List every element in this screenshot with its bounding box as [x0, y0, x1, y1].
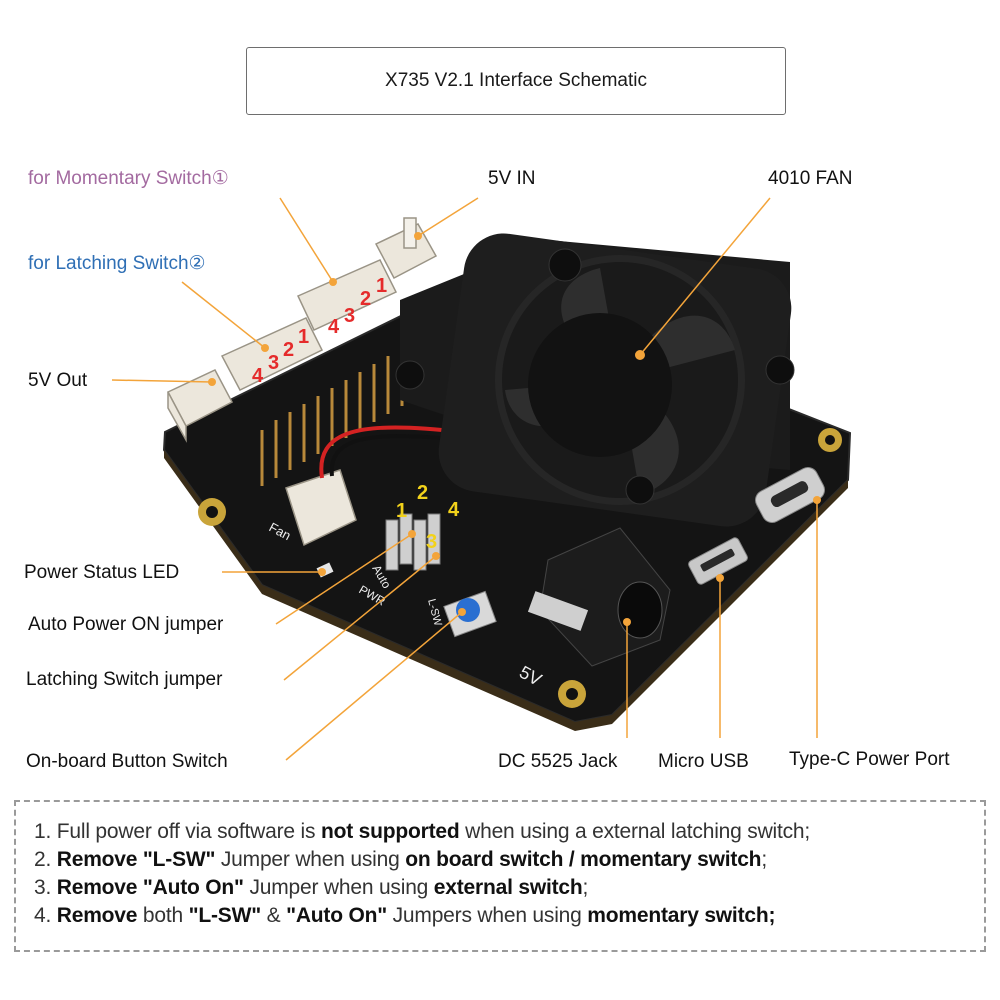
note-emphasis: Remove	[56, 904, 138, 927]
board-illustration: 5V PWR Auto Fan L-SW 4 3 2 1 4 3 2 1 1 2…	[111, 197, 852, 761]
label-auto-power-on-jumper: Auto Power ON jumper	[28, 614, 224, 635]
note-line: 1. Full power off via software is not su…	[34, 818, 974, 846]
label-latching-switch-jumper: Latching Switch jumper	[26, 669, 223, 690]
note-line: 4. Remove both "L-SW" & "Auto On" Jumper…	[34, 902, 974, 930]
fan-4010	[395, 233, 795, 527]
note-emphasis: Remove "L-SW"	[56, 848, 216, 871]
label-momentary-switch: for Momentary Switch①	[28, 168, 229, 189]
label-type-c: Type-C Power Port	[789, 749, 950, 770]
fan-wire-black	[329, 434, 463, 477]
type-c-port	[755, 467, 825, 523]
jumper-block	[385, 513, 441, 571]
note-text: Jumper when using	[215, 848, 406, 871]
micro-usb-port	[688, 537, 748, 585]
note-emphasis: momentary switch;	[587, 904, 776, 927]
pin-number: 2	[283, 339, 294, 361]
onboard-button	[443, 590, 497, 638]
note-text: 1. Full power off via software is	[34, 820, 321, 843]
notes-box: 1. Full power off via software is not su…	[14, 800, 986, 952]
note-text: Jumper when using	[243, 876, 434, 899]
note-emphasis: on board switch / momentary switch	[405, 848, 762, 871]
pin-number: 1	[298, 326, 309, 348]
connector-5v-out	[166, 369, 234, 443]
leader-lsw	[283, 555, 437, 681]
leader-button	[285, 611, 463, 761]
jumper-pin-number: 1	[396, 500, 407, 522]
label-fan: 4010 FAN	[768, 168, 853, 189]
leader-5v-out	[111, 379, 213, 383]
leader-5v-in	[417, 197, 479, 237]
note-emphasis: external switch	[433, 876, 583, 899]
note-text: &	[260, 904, 287, 927]
note-emphasis: not supported	[320, 820, 460, 843]
note-text: 3.	[34, 876, 57, 899]
fan-wire-red	[319, 425, 461, 479]
jumper-pin-number: 4	[448, 499, 460, 521]
leader-latching	[181, 281, 266, 349]
pin-number: 1	[376, 275, 387, 297]
note-text: both	[137, 904, 189, 927]
note-text: 2.	[34, 848, 57, 871]
pin-number: 3	[268, 352, 279, 374]
jumper-pin-number: 2	[417, 482, 428, 504]
note-text: Jumpers when using	[387, 904, 588, 927]
title-box: X735 V2.1 Interface Schematic	[246, 47, 786, 115]
pin-number: 2	[360, 288, 371, 310]
note-line: 3. Remove "Auto On" Jumper when using ex…	[34, 874, 974, 902]
label-micro-usb: Micro USB	[658, 751, 749, 772]
note-emphasis: "Auto On"	[286, 904, 387, 927]
pin-number: 3	[344, 305, 355, 327]
fan-hub	[528, 313, 672, 457]
label-5v-in: 5V IN	[488, 168, 536, 189]
label-power-status-led: Power Status LED	[24, 562, 180, 583]
leader-auto-on	[275, 533, 413, 625]
note-emphasis: Remove "Auto On"	[56, 876, 244, 899]
connector-momentary	[296, 259, 398, 331]
label-onboard-button-switch: On-board Button Switch	[26, 751, 228, 772]
diagram-title: X735 V2.1 Interface Schematic	[385, 70, 647, 91]
note-text: 4.	[34, 904, 57, 927]
note-text: ;	[582, 876, 589, 899]
label-dc-jack: DC 5525 Jack	[498, 751, 618, 772]
label-latching-switch: for Latching Switch②	[28, 253, 206, 274]
note-emphasis: "L-SW"	[188, 904, 262, 927]
leader-fan	[639, 197, 771, 356]
connector-latching	[220, 317, 324, 391]
note-text: ;	[761, 848, 767, 871]
leader-lines	[111, 197, 818, 761]
leader-momentary	[279, 197, 334, 283]
note-line: 2. Remove "L-SW" Jumper when using on bo…	[34, 846, 974, 874]
note-text: when using a external latching switch;	[459, 820, 811, 843]
pin-number: 4	[328, 316, 340, 338]
pin-number: 4	[252, 365, 264, 387]
jumper-pin-number: 3	[426, 531, 437, 553]
label-5v-out: 5V Out	[28, 370, 88, 391]
